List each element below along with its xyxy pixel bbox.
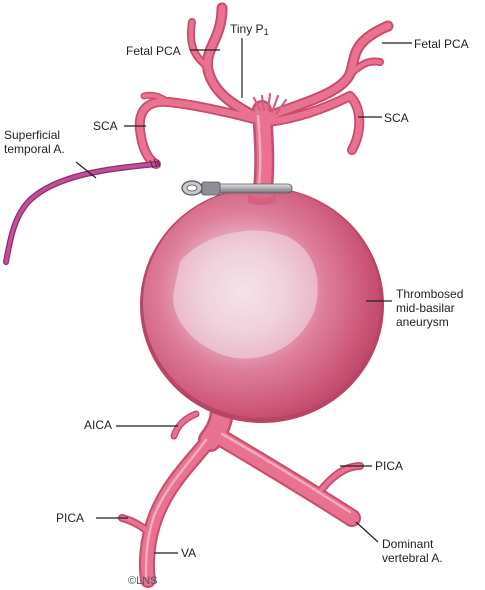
label-pica-right: PICA <box>375 459 404 473</box>
perforator-2 <box>266 92 272 112</box>
perforator-vessels <box>252 92 288 116</box>
distal-basilar-fill <box>254 102 272 204</box>
leader-lines <box>75 38 412 554</box>
label-tiny-p1-text: Tiny P <box>230 22 264 36</box>
label-thrombosed-aneurysm: Thrombosed mid-basilar aneurysm <box>396 287 463 329</box>
label-superficial-temporal: Superficial temporal A. <box>4 128 65 156</box>
clip-spring-inner <box>186 184 198 192</box>
label-fetal-pca-right: Fetal PCA <box>414 37 469 51</box>
label-tiny-p1: Tiny P1 <box>230 22 269 39</box>
left-vertebral-highlight <box>144 438 208 578</box>
right-fetal-pca-branch-fill <box>347 59 383 77</box>
label-va: VA <box>181 546 197 560</box>
label-superficial-temporal-line2: temporal A. <box>4 142 65 156</box>
superficial-temporal-graft <box>3 161 159 265</box>
left-sca-branch-fill <box>142 93 170 104</box>
perforator-4 <box>274 98 288 116</box>
left-fetal-pca-branch-fill <box>188 19 212 71</box>
right-pica-vessel <box>314 462 364 498</box>
aneurysm-thrombus-texture <box>173 230 318 359</box>
label-tiny-p1-subscript: 1 <box>263 27 269 37</box>
label-dominant-vertebral: Dominant vertebral A. <box>382 537 443 565</box>
dominant-vertebral-highlight <box>220 432 352 514</box>
aica-fill <box>172 412 198 438</box>
dominant-vertebral-fill <box>211 429 359 525</box>
graft-anastomosis-sutures <box>149 158 161 169</box>
label-dominant-vertebral-line1: Dominant <box>382 537 434 551</box>
label-fetal-pca-left: Fetal PCA <box>126 44 181 58</box>
left-sca-fill <box>136 98 262 168</box>
clip-head <box>201 181 221 196</box>
aneurysm-clip-icon <box>181 180 293 196</box>
credit-text: ©LNS <box>128 575 158 587</box>
label-aica: AICA <box>84 418 113 432</box>
perforator-3 <box>270 94 280 114</box>
right-sca-fill <box>264 92 363 154</box>
label-aneurysm-line2: mid-basilar <box>396 301 455 315</box>
label-aneurysm-line3: aneurysm <box>396 315 449 329</box>
superficial-temporal-graft-fill <box>4 162 158 264</box>
perforator-1 <box>260 94 266 112</box>
leader-superficial-temporal <box>75 161 97 179</box>
leader-dominant-vertebral <box>355 521 379 543</box>
label-sca-left: SCA <box>93 119 118 133</box>
label-dominant-vertebral-line2: vertebral A. <box>382 551 443 565</box>
label-sca-right: SCA <box>384 111 409 125</box>
perforator-5 <box>252 96 262 112</box>
label-pica-left: PICA <box>56 511 85 525</box>
aneurysm-neck <box>248 192 276 205</box>
label-superficial-temporal-line1: Superficial <box>4 128 61 142</box>
label-aneurysm-line1: Thrombosed <box>396 287 464 301</box>
